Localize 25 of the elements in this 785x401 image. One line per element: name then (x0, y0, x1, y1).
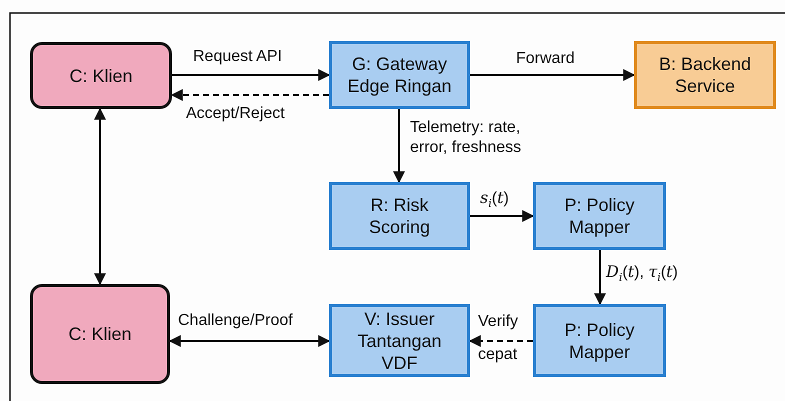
arrow (172, 69, 330, 81)
edge-label: Challenge/Proof (178, 311, 293, 331)
arrow (170, 89, 329, 101)
process-box: B: Backend Service (634, 41, 776, 109)
client-box: C: Klien (30, 42, 172, 109)
double-arrow (168, 335, 330, 347)
arrow (393, 109, 405, 184)
arrow (594, 250, 606, 306)
process-box: R: Risk Scoring (329, 182, 470, 250)
edge-label: Accept/Reject (186, 104, 285, 124)
arrow (468, 335, 533, 347)
edge-label: s$_{i}$(t) (480, 188, 509, 212)
process-box: G: Gateway Edge Ringan (329, 41, 470, 109)
double-arrow (94, 108, 106, 286)
client-box: C: Klien (30, 284, 170, 384)
process-box: V: Issuer Tantangan VDF (329, 304, 470, 377)
edge-label: Verify cepat (478, 312, 518, 365)
arrow (470, 210, 534, 222)
edge-label: Telemetry: rate, error, freshness (410, 118, 522, 158)
process-box: P: Policy Mapper (533, 304, 666, 377)
process-box: P: Policy Mapper (533, 182, 666, 250)
edge-label: D$_{i}$(t), τ$_{i}$(t) (606, 262, 678, 286)
edge-label: Request API (193, 47, 282, 67)
edge-label: Forward (516, 49, 575, 69)
arrow (470, 69, 636, 81)
